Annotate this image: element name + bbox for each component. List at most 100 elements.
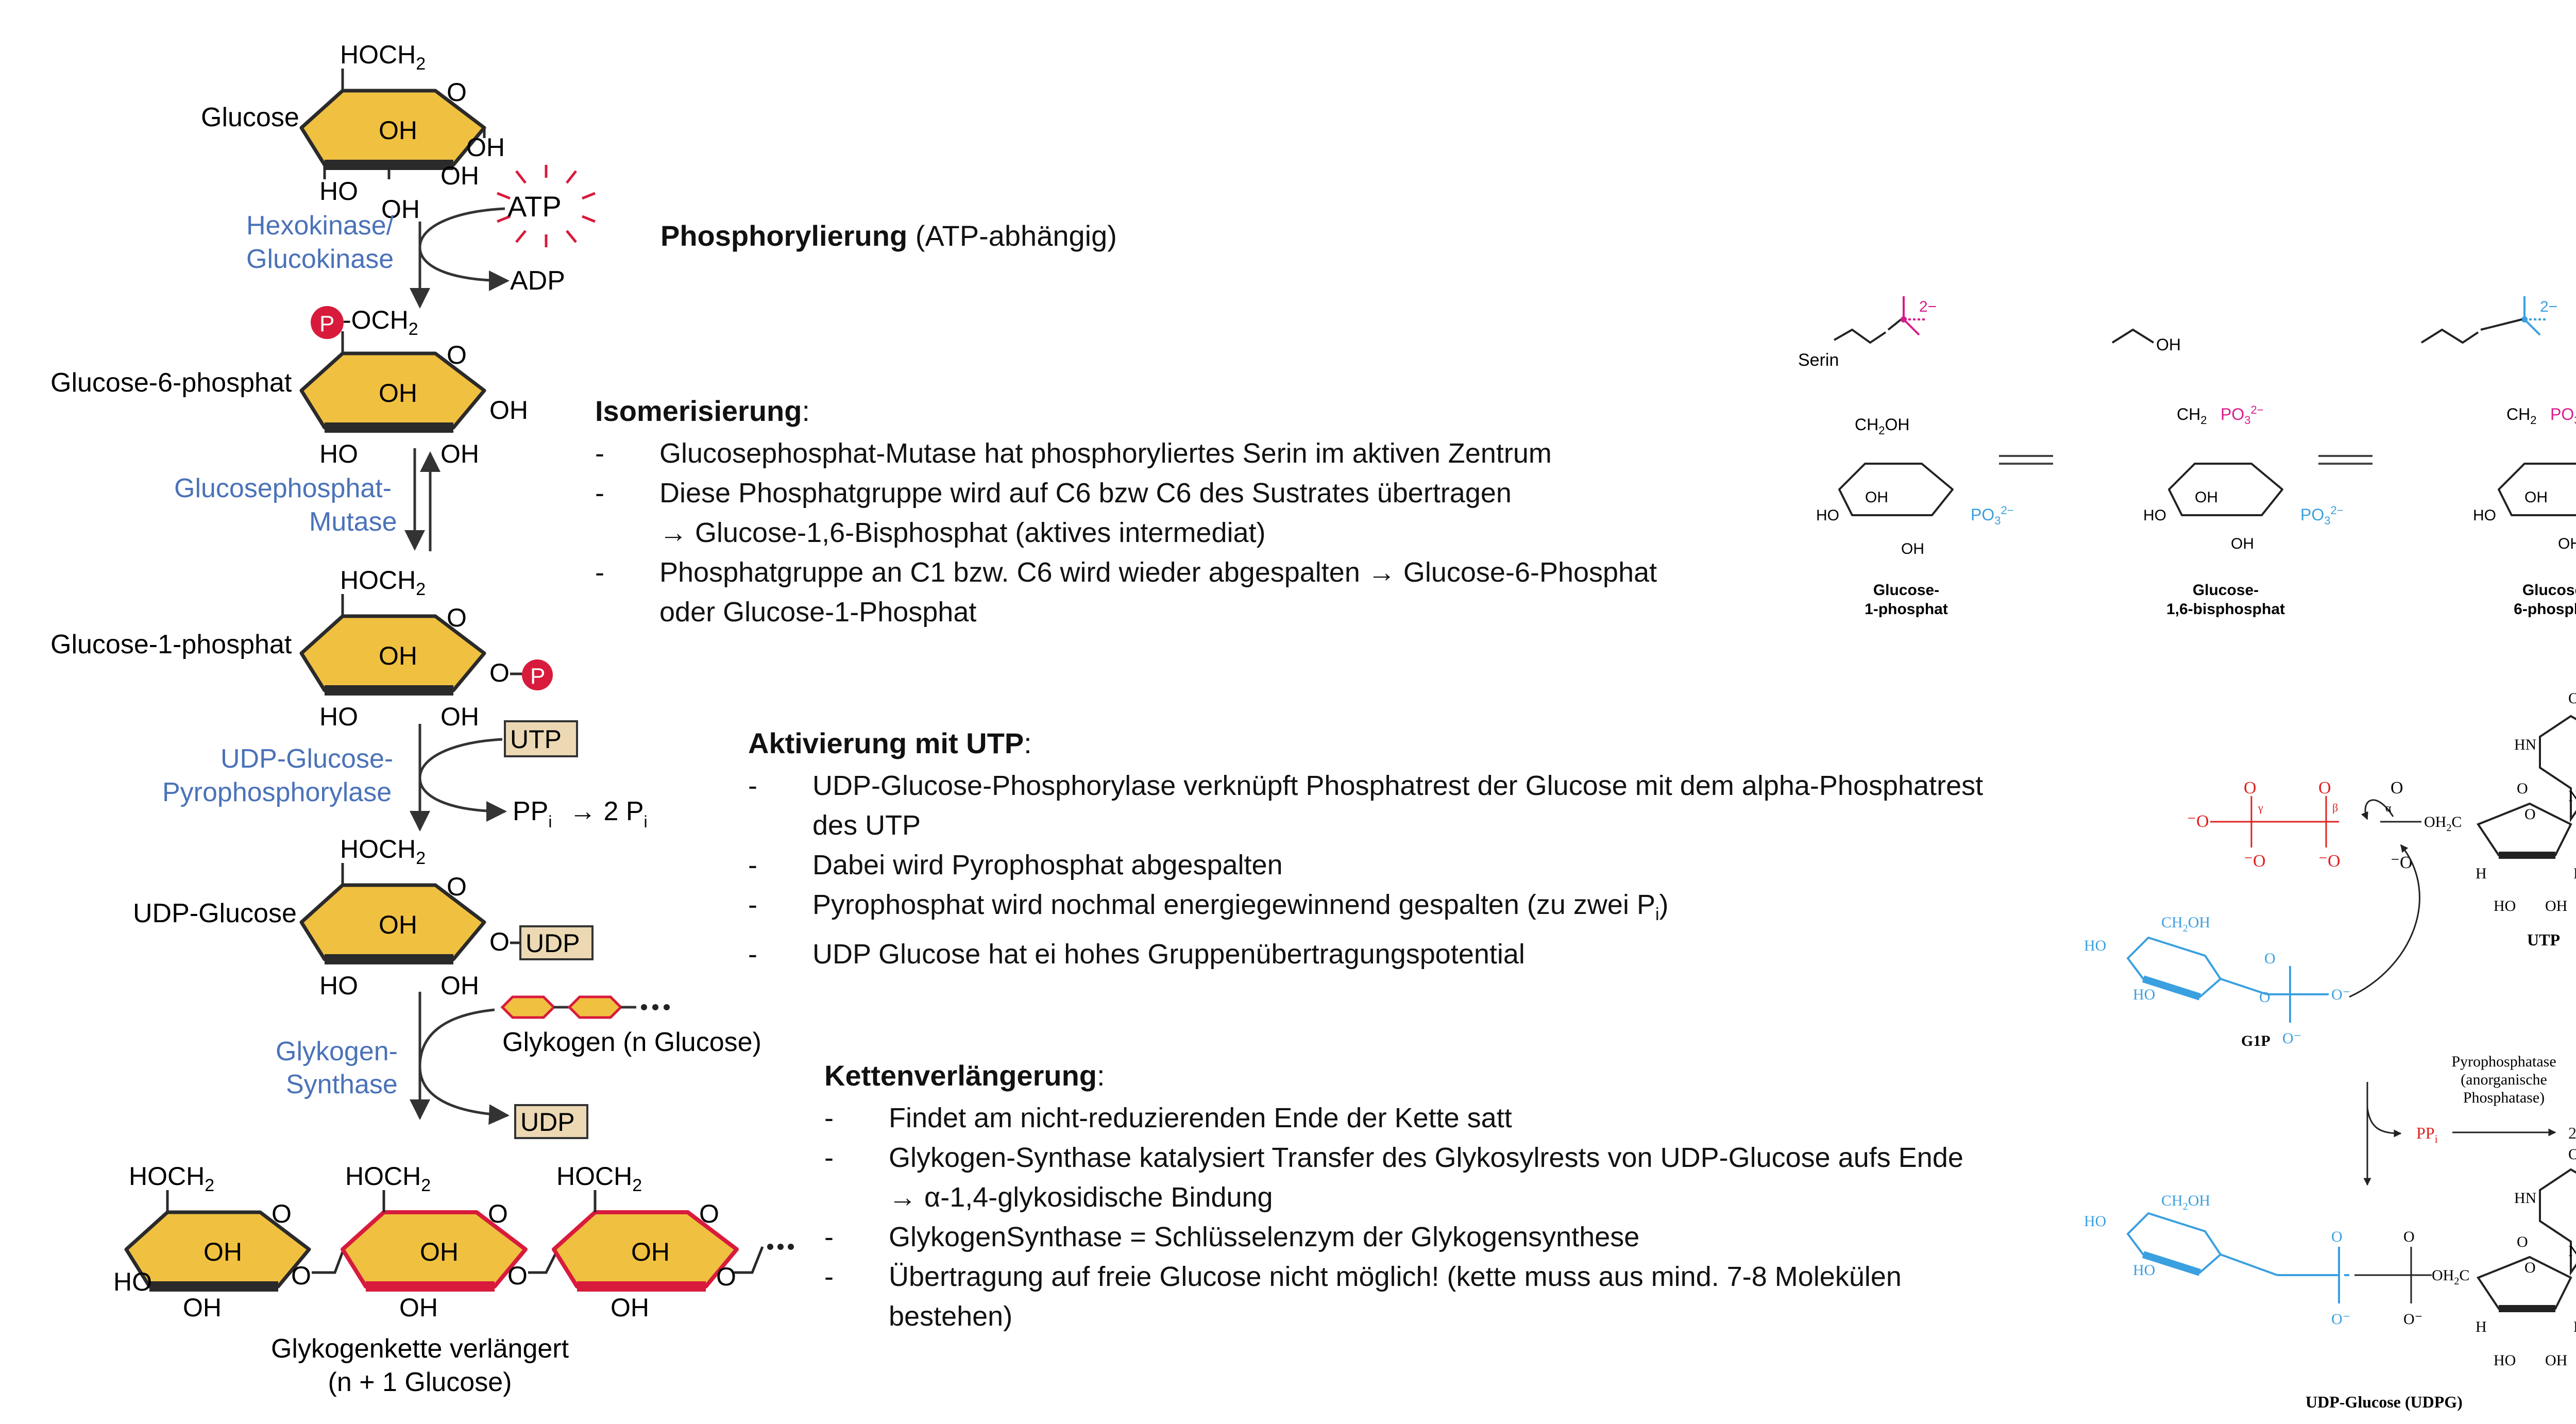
svg-text:O: O xyxy=(2331,1228,2343,1245)
note-title: Phosphorylierung xyxy=(660,219,908,252)
pyrophosphatase-label: Phosphatase) xyxy=(2463,1089,2545,1106)
h-label: H xyxy=(2476,865,2487,882)
atom-label: HOCH2 xyxy=(129,1162,214,1195)
note-item-continuation: oder Glucose-1-Phosphat xyxy=(659,597,977,628)
phosphate-icon xyxy=(522,659,553,690)
g16bp-caption: Glucose- xyxy=(2193,582,2259,599)
compound-label-udpg: UDP-Glucose xyxy=(133,899,297,928)
atom-label: HOCH2 xyxy=(340,566,426,599)
udp-glucose-molecule: HOCH2 O OH HO O UDP OH xyxy=(301,835,594,1000)
enzyme-label: Glykogen- xyxy=(276,1037,398,1066)
note-item-continuation: des UTP xyxy=(812,810,921,841)
atom-label: O xyxy=(489,658,510,687)
ch2-label: CH2 xyxy=(2177,405,2207,427)
atom-label: OH xyxy=(381,195,420,224)
note-item: GlykogenSynthase = Schlüsselenzym der Gl… xyxy=(824,1217,2112,1257)
svg-text:O: O xyxy=(2568,1146,2576,1163)
g6p-caption: Glucose- xyxy=(2522,582,2576,599)
enzyme-label: Hexokinase/ xyxy=(246,211,394,241)
atom-label: HO xyxy=(113,1267,152,1296)
compound-label-g1p: Glucose-1-phosphat xyxy=(50,630,292,659)
beta-label: β xyxy=(2332,801,2338,814)
atom-label: OH xyxy=(183,1293,222,1322)
note-item-text: UDP Glucose hat ei hohes Gruppenübertrag… xyxy=(812,938,1525,970)
g1p-caption: Glucose- xyxy=(1873,582,1939,599)
oh-label: OH xyxy=(2524,489,2548,506)
atom-label: -OCH2 xyxy=(343,306,418,339)
svg-text:⁻O: ⁻O xyxy=(2244,852,2266,871)
g1p-caption: G1P xyxy=(2241,1032,2270,1049)
utp-label: UTP xyxy=(510,725,562,754)
svg-text:O: O xyxy=(2568,690,2576,707)
utp-box xyxy=(504,720,578,757)
udpg-caption: UDP-Glucose (UDPG) xyxy=(2306,1393,2463,1411)
h-label: H xyxy=(2573,865,2576,882)
mutase-mechanism-scheme: Serin α 2− OH 2− CH2OH CH2 PO32− CH2 PO3… xyxy=(1798,296,2576,618)
atom-label: O xyxy=(447,341,467,369)
enzyme-label: Mutase xyxy=(309,507,397,537)
atom-label: O xyxy=(291,1261,311,1290)
atom-label: O xyxy=(489,927,510,956)
note-item: Glykogen-Synthase katalysiert Transfer d… xyxy=(824,1138,2112,1217)
atom-label: OH xyxy=(399,1293,438,1322)
h-label: H xyxy=(2476,1318,2487,1335)
atom-label: O xyxy=(507,1261,528,1290)
note-item: Dabei wird Pyrophosphat abgespalten xyxy=(748,845,2139,885)
svg-text:⁻O: ⁻O xyxy=(2318,852,2341,871)
atom-label: OH xyxy=(440,161,479,190)
g6p-caption: 6-phosphat xyxy=(2514,601,2576,618)
atom-label: OH xyxy=(489,396,528,425)
och2c-label: OH2C xyxy=(2424,813,2462,834)
ch2oh-label: CH2OH xyxy=(2161,914,2210,934)
atom-label: HO xyxy=(319,177,358,206)
atom-label: O xyxy=(488,1199,508,1228)
po3-label: PO32− xyxy=(2221,403,2264,427)
oh-label: OH xyxy=(2558,535,2576,552)
note-item-text: Pyrophosphat wird nochmal energiegewinne… xyxy=(812,889,1655,920)
note-aktivierung: Aktivierung mit UTP: UDP-Glucose-Phospho… xyxy=(748,726,2139,974)
glycogen-chain-icon xyxy=(500,995,670,1019)
alpha-label: α xyxy=(2385,801,2392,814)
oh-label: OH xyxy=(2195,489,2218,506)
svg-text:O: O xyxy=(2264,950,2276,967)
note-item: Pyrophosphat wird nochmal energiegewinne… xyxy=(748,885,2139,935)
note-item: Findet am nicht-reduzierenden Ende der K… xyxy=(824,1098,2112,1138)
note-kettenverlaengerung: Kettenverlängerung: Findet am nicht-redu… xyxy=(824,1059,2112,1336)
atom-label: HO xyxy=(319,439,358,468)
serin-label: Serin xyxy=(1798,350,1839,370)
oh-label: OH xyxy=(1901,540,1924,557)
ho-label: HO xyxy=(2133,986,2155,1003)
udp-box xyxy=(514,1104,588,1139)
compound-label-g6p: Glucose-6-phosphat xyxy=(50,368,292,398)
note-item: UDP Glucose hat ei hohes Gruppenübertrag… xyxy=(748,935,2139,974)
ho-label: HO xyxy=(1816,507,1839,524)
note-item-text: Findet am nicht-reduzierenden Ende der K… xyxy=(889,1103,1512,1133)
glycogen-label: Glykogen (n Glucose) xyxy=(502,1027,761,1057)
atom-label: HO xyxy=(319,971,358,1000)
svg-text:O: O xyxy=(2524,1259,2536,1276)
ch2oh-label: CH2OH xyxy=(1855,415,1909,437)
note-item-continuation: bestehen) xyxy=(889,1301,1013,1332)
ch2oh-label: CH2OH xyxy=(2161,1192,2210,1212)
g1p-caption: 1-phosphat xyxy=(1865,601,1948,618)
note-item-text: Phosphatgruppe an C1 bzw. C6 wird wieder… xyxy=(659,557,1657,588)
svg-text:O: O xyxy=(2403,1228,2415,1245)
atom-label: OH xyxy=(379,379,417,408)
compound-label-chain: (n + 1 Glucose) xyxy=(328,1367,512,1397)
charge-label: 2− xyxy=(1919,298,1937,315)
atom-label: OH xyxy=(379,116,417,145)
atom-label: OH xyxy=(440,439,479,468)
phosphate-icon xyxy=(311,306,344,339)
note-subscript: i xyxy=(1655,904,1659,924)
cofactor-arrow xyxy=(418,1008,510,1125)
note-item-text: Dabei wird Pyrophosphat abgespalten xyxy=(812,850,1283,880)
note-colon: : xyxy=(1097,1059,1105,1092)
atom-label: OH xyxy=(440,971,479,1000)
glucose-6-phosphate-molecule: P -OCH2 O OH HO OH OH xyxy=(301,306,528,468)
note-item-text: UDP-Glucose-Phosphorylase verknüpft Phos… xyxy=(812,770,1984,801)
atom-label: OH xyxy=(611,1293,649,1322)
note-title-rest: (ATP-abhängig) xyxy=(907,219,1117,252)
svg-text:O⁻: O⁻ xyxy=(2331,1311,2351,1328)
udp-box xyxy=(519,925,594,960)
